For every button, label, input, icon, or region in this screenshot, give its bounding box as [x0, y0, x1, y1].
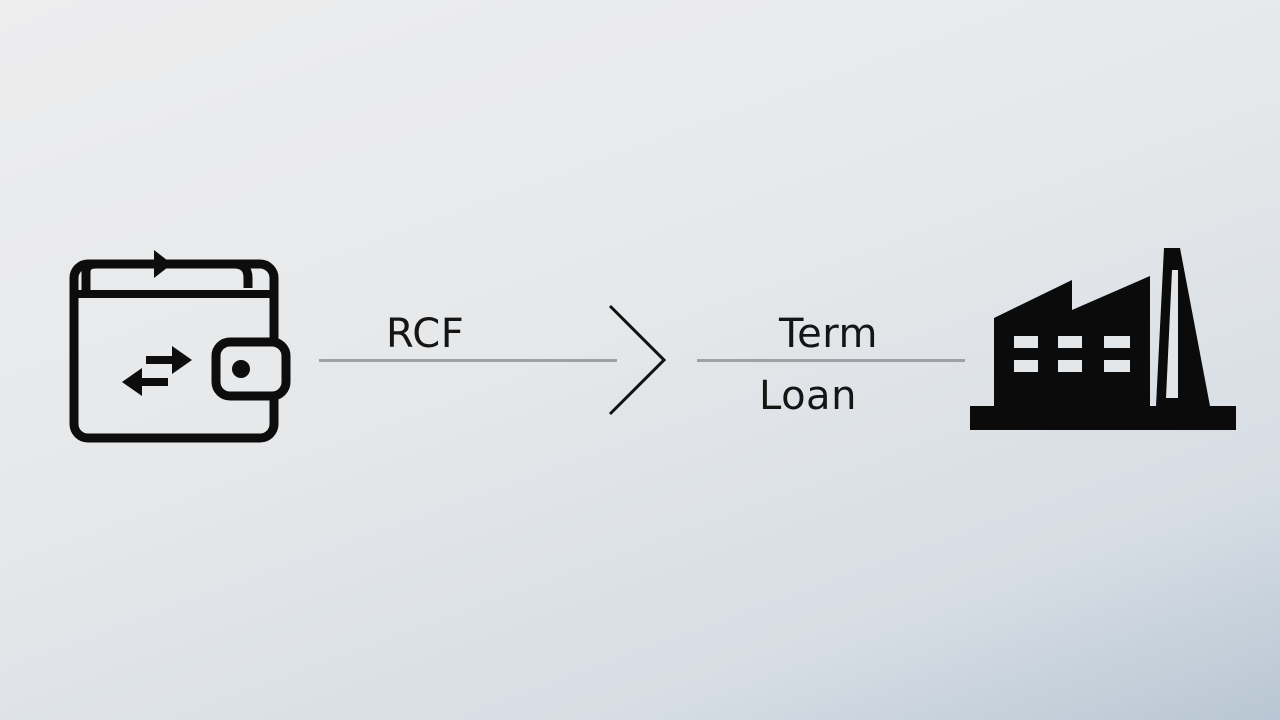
connector-line-right: [697, 359, 965, 362]
wallet-exchange-icon: [69, 250, 291, 443]
label-rcf: RCF: [386, 311, 465, 357]
factory-icon: [970, 248, 1236, 430]
label-loan: Loan: [759, 373, 857, 419]
connector-line-left: [319, 359, 617, 362]
chevron-right-icon: [608, 304, 667, 416]
label-term: Term: [779, 311, 878, 357]
